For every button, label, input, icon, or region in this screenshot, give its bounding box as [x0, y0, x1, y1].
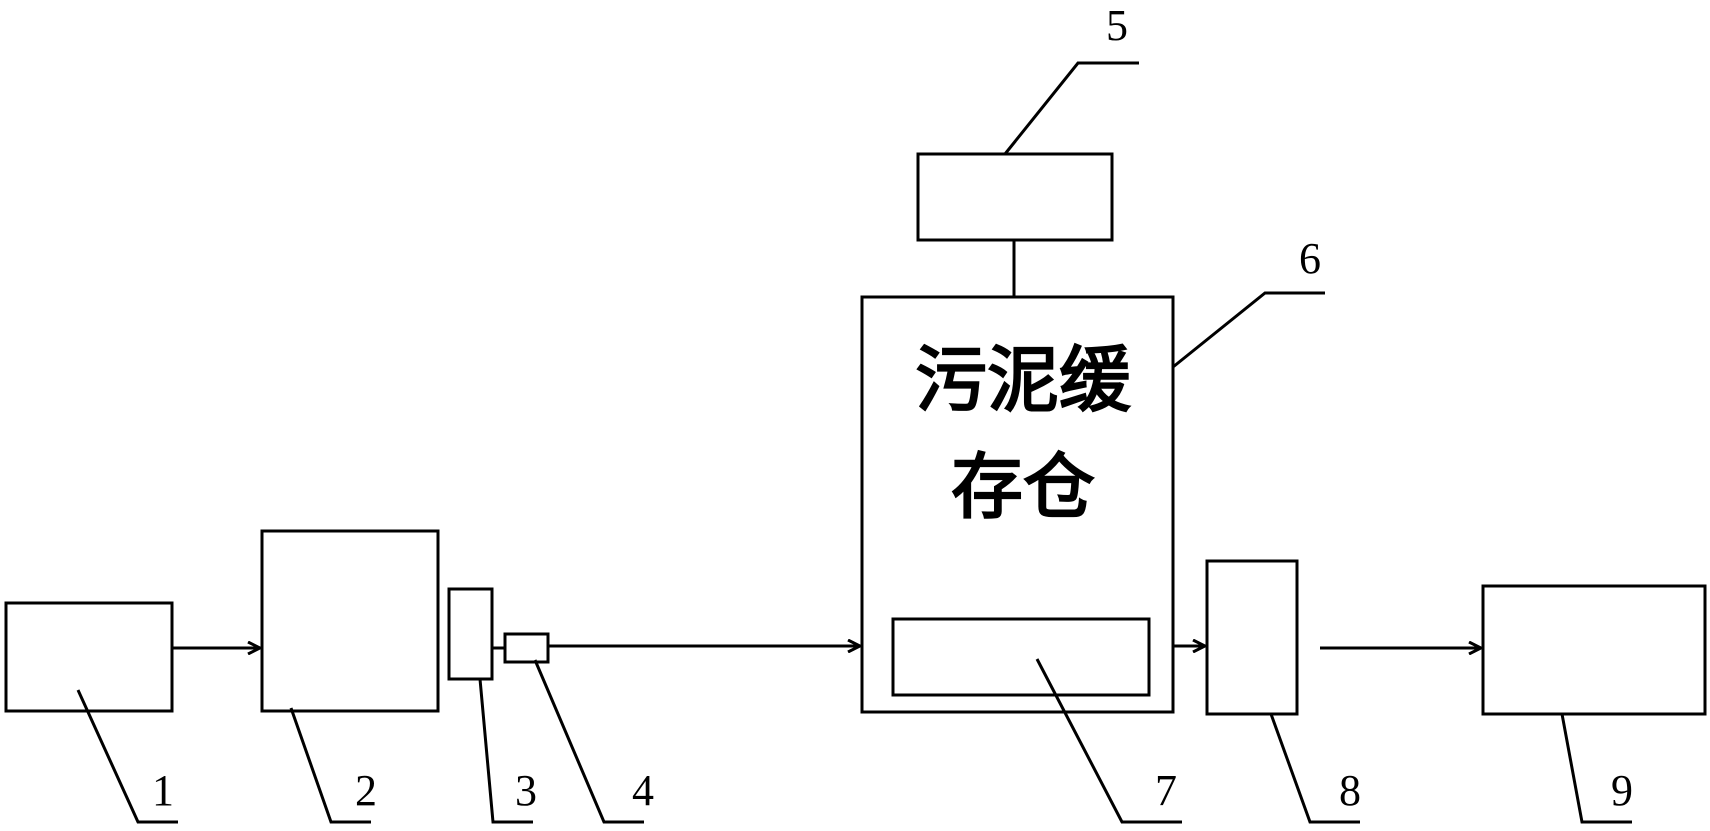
component-4-box	[503, 632, 550, 664]
component-7-box	[891, 617, 1151, 697]
leader-2	[289, 707, 371, 824]
leader-7	[1035, 658, 1182, 824]
leader-8	[1269, 713, 1360, 824]
label-4: 4	[632, 766, 654, 815]
label-9: 9	[1611, 766, 1633, 815]
storage-bin-title-line1: 污泥缓	[915, 338, 1132, 422]
label-1: 1	[152, 766, 174, 815]
label-2: 2	[355, 766, 377, 815]
component-1-box	[4, 601, 174, 713]
component-8-box	[1205, 559, 1299, 716]
leader-3	[478, 678, 533, 824]
storage-bin-title-line2: 存仓	[951, 445, 1096, 529]
label-8: 8	[1339, 766, 1361, 815]
label-7: 7	[1155, 766, 1177, 815]
component-9-box	[1481, 584, 1707, 716]
component-5-box	[916, 152, 1114, 242]
leader-9	[1560, 713, 1632, 824]
component-2-box	[260, 529, 440, 713]
label-5: 5	[1106, 1, 1128, 50]
leader-4	[533, 659, 644, 824]
leader-5	[1003, 61, 1139, 155]
label-6: 6	[1299, 234, 1321, 283]
leader-1	[76, 689, 178, 824]
label-3: 3	[515, 766, 537, 815]
leader-6	[1172, 291, 1325, 369]
component-3-box	[447, 587, 494, 681]
